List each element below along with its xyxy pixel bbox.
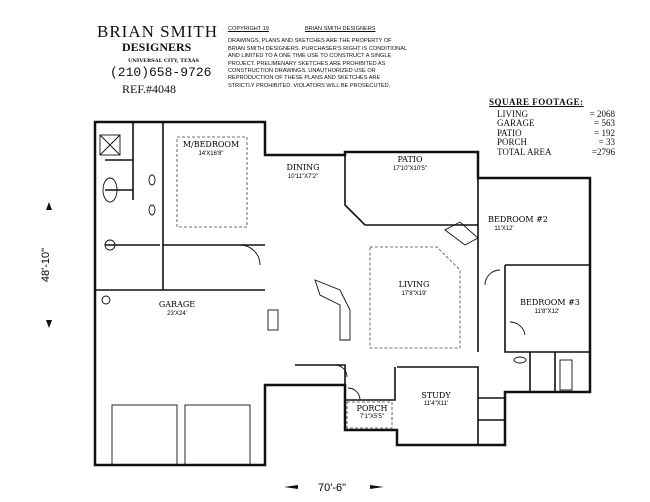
interior-walls — [95, 122, 590, 445]
room-patio-name: PATIO — [397, 155, 422, 164]
room-living-size: 17'8"X19' — [401, 291, 426, 297]
room-master-name: M/BEDROOM — [183, 140, 239, 149]
plan-reference: REF.#4048 — [122, 82, 177, 96]
room-bedroom3-name: BEDROOM #3 — [520, 298, 580, 307]
overall-dimensions: 48'-10" 70'-6" — [40, 202, 384, 494]
square-footage-title: SQUARE FOOTAGE: — [489, 97, 584, 107]
sqft-row: TOTAL AREA=2796 — [497, 146, 615, 157]
exterior-walls — [93, 120, 592, 467]
room-garage-name: GARAGE — [159, 300, 195, 309]
room-study-name: STUDY — [421, 391, 451, 400]
company-name: BRIAN SMITH — [97, 22, 219, 41]
depth-dimension: 48'-10" — [40, 248, 52, 282]
room-dining-name: DINING — [286, 163, 319, 172]
room-bedroom2-name: BEDROOM #2 — [488, 215, 548, 224]
company-location: UNIVERSAL CITY, TEXAS — [128, 58, 200, 64]
sqft-row: PORCH= 33 — [497, 137, 615, 147]
room-outlines — [176, 136, 461, 429]
room-bedroom3-size: 11'8"X12' — [535, 309, 560, 315]
room-porch-name: PORCH — [356, 404, 387, 413]
room-study-size: 11'4"X11' — [424, 401, 448, 407]
garage-door-right — [184, 404, 251, 466]
room-master-size: 14'X16'8" — [198, 151, 223, 157]
sqft-row: PATIO= 192 — [497, 127, 615, 138]
copyright-label: COPYRIGHT 19 — [228, 26, 269, 32]
room-bedroom2-size: 11'X12' — [494, 226, 513, 232]
width-dimension: 70'-6" — [318, 482, 346, 494]
copyright-notice: DRAWINGS, PLANS AND SKETCHES ARE THE PRO… — [228, 38, 407, 89]
room-living-name: LIVING — [399, 280, 430, 289]
copyright-holder: BRIAN SMITH DESIGNERS — [304, 26, 376, 32]
room-patio-size: 17'10"X10'5" — [393, 166, 427, 172]
fixtures — [99, 134, 573, 466]
room-garage-size: 23'X24' — [167, 311, 187, 317]
company-subtitle: DESIGNERS — [122, 40, 192, 54]
room-labels: M/BEDROOM 14'X16'8" DINING 10'11"X7'2" P… — [159, 140, 580, 420]
kitchen-island — [314, 279, 351, 341]
sqft-row: LIVING= 2068 — [497, 108, 615, 119]
bathtub — [102, 177, 118, 203]
square-footage-table: SQUARE FOOTAGE: LIVING= 2068 GARAGE= 563… — [489, 97, 615, 157]
room-dining-size: 10'11"X7'2" — [288, 174, 318, 180]
room-porch-size: 7'1"X5'5" — [360, 414, 384, 420]
garage-door-left — [111, 404, 178, 466]
sqft-row: GARAGE= 563 — [497, 118, 615, 128]
company-phone: (210)658-9726 — [110, 65, 212, 80]
copyright-block: COPYRIGHT 19 BRIAN SMITH DESIGNERS DRAWIN… — [228, 26, 408, 90]
